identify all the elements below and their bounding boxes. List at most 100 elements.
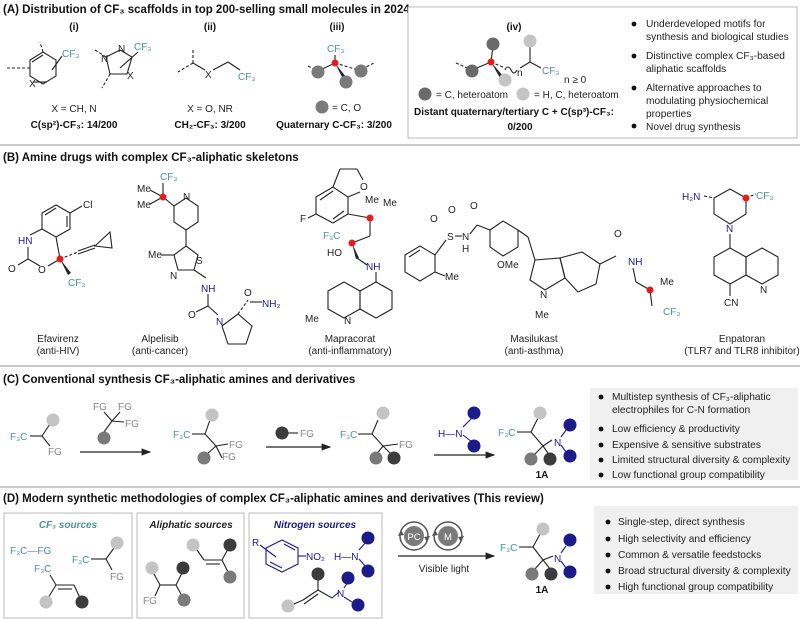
condition-label: Visible light <box>419 564 470 575</box>
svg-text:Me: Me <box>305 314 319 325</box>
svg-text:HO: HO <box>327 248 342 259</box>
scaffold-ii-stat: CH₂-CF₃: 3/200 <box>174 120 246 131</box>
svg-text:N: N <box>760 285 767 296</box>
pc-label: PC <box>407 532 420 543</box>
svg-text:O: O <box>614 229 622 240</box>
f3c-label: F₃C <box>72 555 89 566</box>
bullet-line: Alternative approaches to <box>646 83 762 94</box>
scaffold-i-azole-structure: N N X CF₃ <box>94 42 151 89</box>
svg-text:NH: NH <box>201 284 215 295</box>
bullet-line: Distinctive complex CF₃-based <box>646 51 785 62</box>
svg-text:HN: HN <box>18 236 32 247</box>
panel-c-title: (C) Conventional synthesis CF₃-aliphatic… <box>3 374 355 386</box>
fg-label: FG <box>222 452 236 463</box>
cf3-label: CF₃ <box>756 191 773 202</box>
stereocenter-marker <box>331 59 339 67</box>
bullet-line: Low efficiency & productivity <box>612 424 741 435</box>
bullet-line: Multistep synthesis of CF₃-aliphatic <box>612 392 771 403</box>
bullet-line: synthesis and biological studies <box>646 32 789 43</box>
drug-use: (anti-asthma) <box>505 346 564 357</box>
cf3-label: CF₃ <box>238 72 255 83</box>
n-label: N <box>554 554 561 565</box>
bullet-line: Underdeveloped motifs for <box>646 19 766 30</box>
bullet-line: Expensive & sensitive substrates <box>612 440 761 451</box>
bullet-line: Common & versatile feedstocks <box>618 550 761 561</box>
nh2-label: NH₂ <box>262 299 280 310</box>
photoredox-catalyst-cycle: PC <box>398 521 430 551</box>
stereocenter-marker <box>487 58 495 66</box>
f3c-label: F₃C <box>10 432 27 443</box>
svg-text:X: X <box>205 70 212 81</box>
r-label: R <box>252 538 259 549</box>
svg-text:O: O <box>360 182 368 193</box>
f3c-label: F₃C <box>498 428 515 439</box>
panel-d-bullets-box <box>594 506 798 594</box>
conventional-route-scheme: F₃C FG FG FG FG F₃C FG FG FG F₃C <box>10 402 577 481</box>
cf3-label: CF₃ <box>134 42 151 53</box>
cf3-label: CF₃ <box>68 278 85 289</box>
svg-text:H: H <box>462 244 469 255</box>
product-1a-structure: F₃C N 1A <box>500 522 577 596</box>
fg-label: FG <box>93 402 107 413</box>
masilukast-structure: Me S O O N H O OMe N Me O NH Me CF₃ <box>404 201 680 321</box>
scaffold-iv-n-definition: n ≥ 0 <box>564 75 587 86</box>
bullet-line: Novel drug synthesis <box>646 122 741 133</box>
svg-text:O: O <box>188 310 196 321</box>
svg-text:Me: Me <box>365 195 379 206</box>
drug-use: (anti-inflammatory) <box>308 346 391 357</box>
scaffold-ii-structure: X CF₃ <box>177 50 255 83</box>
bullet-line: High functional group compatibility <box>618 582 774 593</box>
scaffold-iv-legend-light: = H, C, heteroatom <box>534 90 619 101</box>
panel-c-bullets-box <box>590 388 798 480</box>
hn-label: H—N <box>438 429 462 440</box>
scaffold-iv-stat-line2: 0/200 <box>507 122 532 133</box>
scaffold-i-aryl-structure: CF₃ X <box>6 41 79 90</box>
m-label: M <box>444 532 452 543</box>
alpelisib-structure: CF₃ Me Me N S N Me NH O N O NH₂ <box>137 172 280 345</box>
panel-c-bullets: Multistep synthesis of CF₃-aliphatic ele… <box>598 392 791 481</box>
drug-name: Mapracorat <box>325 334 376 345</box>
svg-text:Me: Me <box>445 272 459 283</box>
bullet-line: Limited structural diversity & complexit… <box>612 455 791 466</box>
hn-label: H—N <box>334 552 358 563</box>
scaffold-ii-x-definition: X = O, NR <box>187 104 233 115</box>
svg-text:Me: Me <box>535 310 549 321</box>
legend-dot-mid <box>315 100 329 114</box>
f3c-label: F₃C <box>173 430 190 441</box>
svg-text:Me: Me <box>148 250 162 261</box>
panel-a-title: (A) Distribution of CF₃ scaffolds in top… <box>3 4 410 16</box>
svg-text:O: O <box>244 288 252 299</box>
svg-text:Me: Me <box>383 198 397 209</box>
fg-label: FG <box>399 440 413 451</box>
f3c-label: F₃C <box>340 430 357 441</box>
svg-text:S: S <box>447 232 454 243</box>
cf3-sources-structures: F₃C—FG F₃C FG F₃C <box>10 536 124 609</box>
metal-catalyst-cycle: M <box>432 521 464 551</box>
nitrogen-sources-structures: R NO₂ H—N N <box>252 531 375 613</box>
cf3-sources-title: CF₃ sources <box>39 520 98 531</box>
scaffold-iv-stat-line1: Distant quaternary/tertiary C + C(sp³)-C… <box>414 107 614 118</box>
fg-label: FG <box>300 429 314 440</box>
f3c-label: F₃C <box>323 231 340 242</box>
bullet-line: Broad structural diversity & complexity <box>618 566 792 577</box>
svg-text:NH: NH <box>366 262 380 273</box>
svg-text:O: O <box>38 265 46 276</box>
cf3-label: CF₃ <box>327 44 344 55</box>
f3c-fg-label: F₃C—FG <box>10 546 52 557</box>
cf3-label: CF₃ <box>160 172 177 183</box>
fg-label: FG <box>125 419 139 430</box>
h2n-label: H₂N <box>682 192 700 203</box>
svg-text:N: N <box>462 232 469 243</box>
drug-use: (TLR7 and TLR8 inhibitor) <box>684 346 799 357</box>
cf3-label: CF₃ <box>663 307 680 318</box>
cf3-label: CF₃ <box>542 66 559 77</box>
svg-text:N: N <box>101 54 108 65</box>
svg-text:X: X <box>127 71 134 82</box>
aliphatic-sources-structures: FG <box>143 538 237 607</box>
fg-label: FG <box>118 402 132 413</box>
scaffold-ii-label: (ii) <box>204 22 216 33</box>
drug-name: Alpelisib <box>141 334 179 345</box>
scaffold-iv-legend-dark: = C, heteroatom <box>436 90 508 101</box>
drug-name: Masilukast <box>510 334 557 345</box>
